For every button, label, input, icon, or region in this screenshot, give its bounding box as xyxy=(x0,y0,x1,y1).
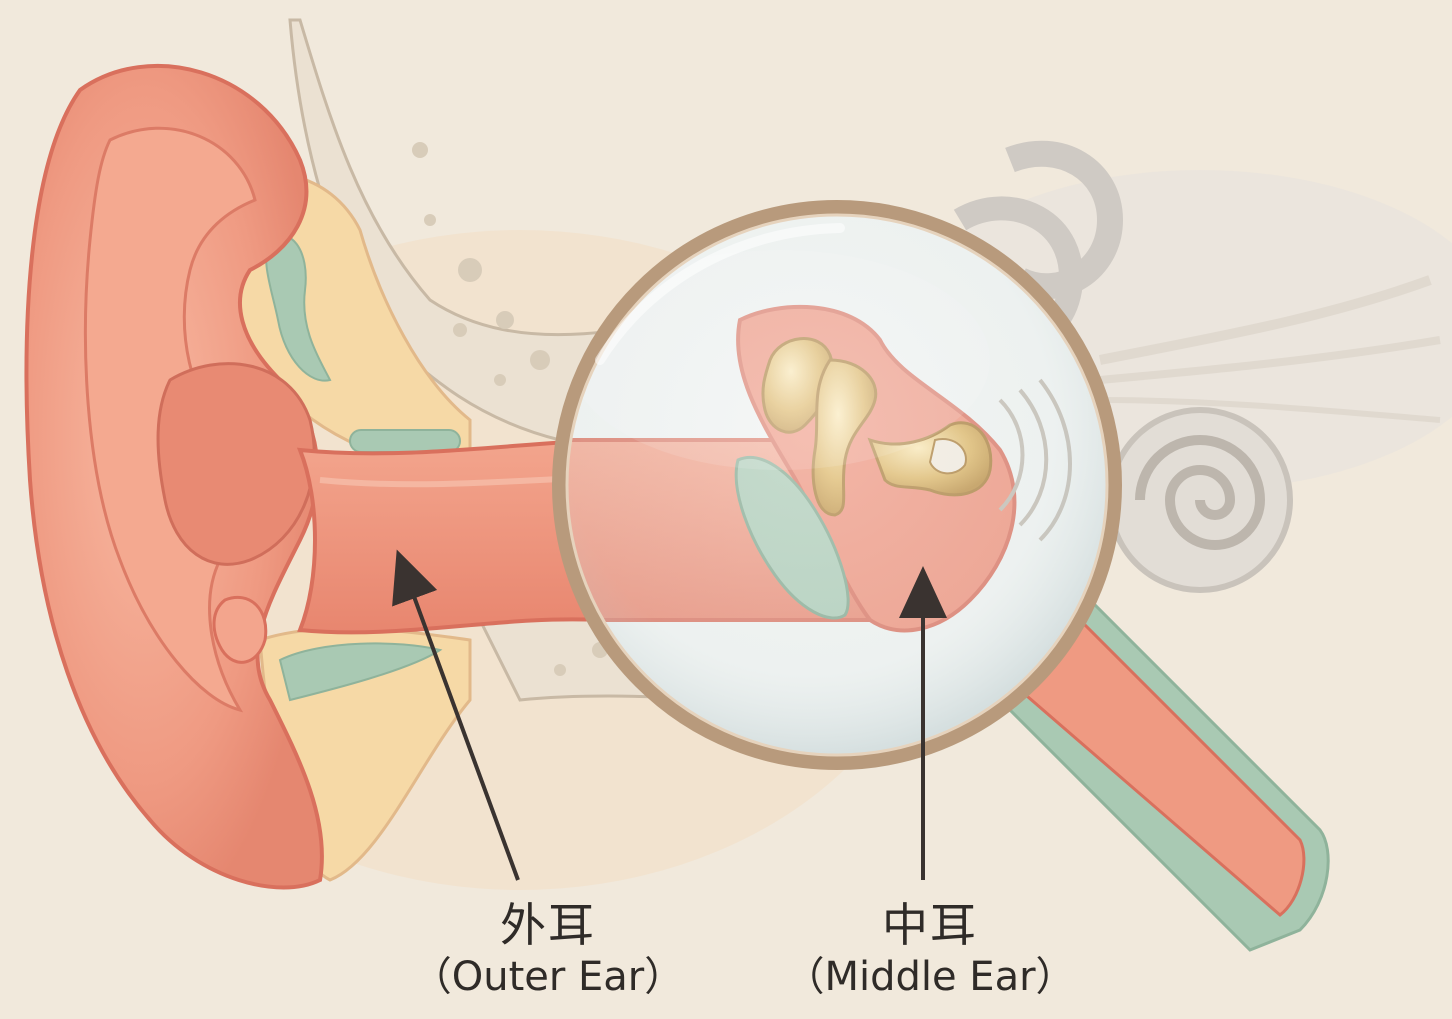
auricle xyxy=(27,66,322,888)
outer-ear-label: 外耳 （Outer Ear） xyxy=(398,898,698,1002)
middle-ear-label: 中耳 （Middle Ear） xyxy=(770,898,1090,1002)
middle-ear-label-zh: 中耳 xyxy=(770,898,1090,952)
middle-ear-label-en: （Middle Ear） xyxy=(770,952,1090,1002)
outer-ear-label-en: （Outer Ear） xyxy=(398,952,698,1002)
outer-ear-label-zh: 外耳 xyxy=(398,898,698,952)
magnifying-lens xyxy=(559,207,1115,763)
